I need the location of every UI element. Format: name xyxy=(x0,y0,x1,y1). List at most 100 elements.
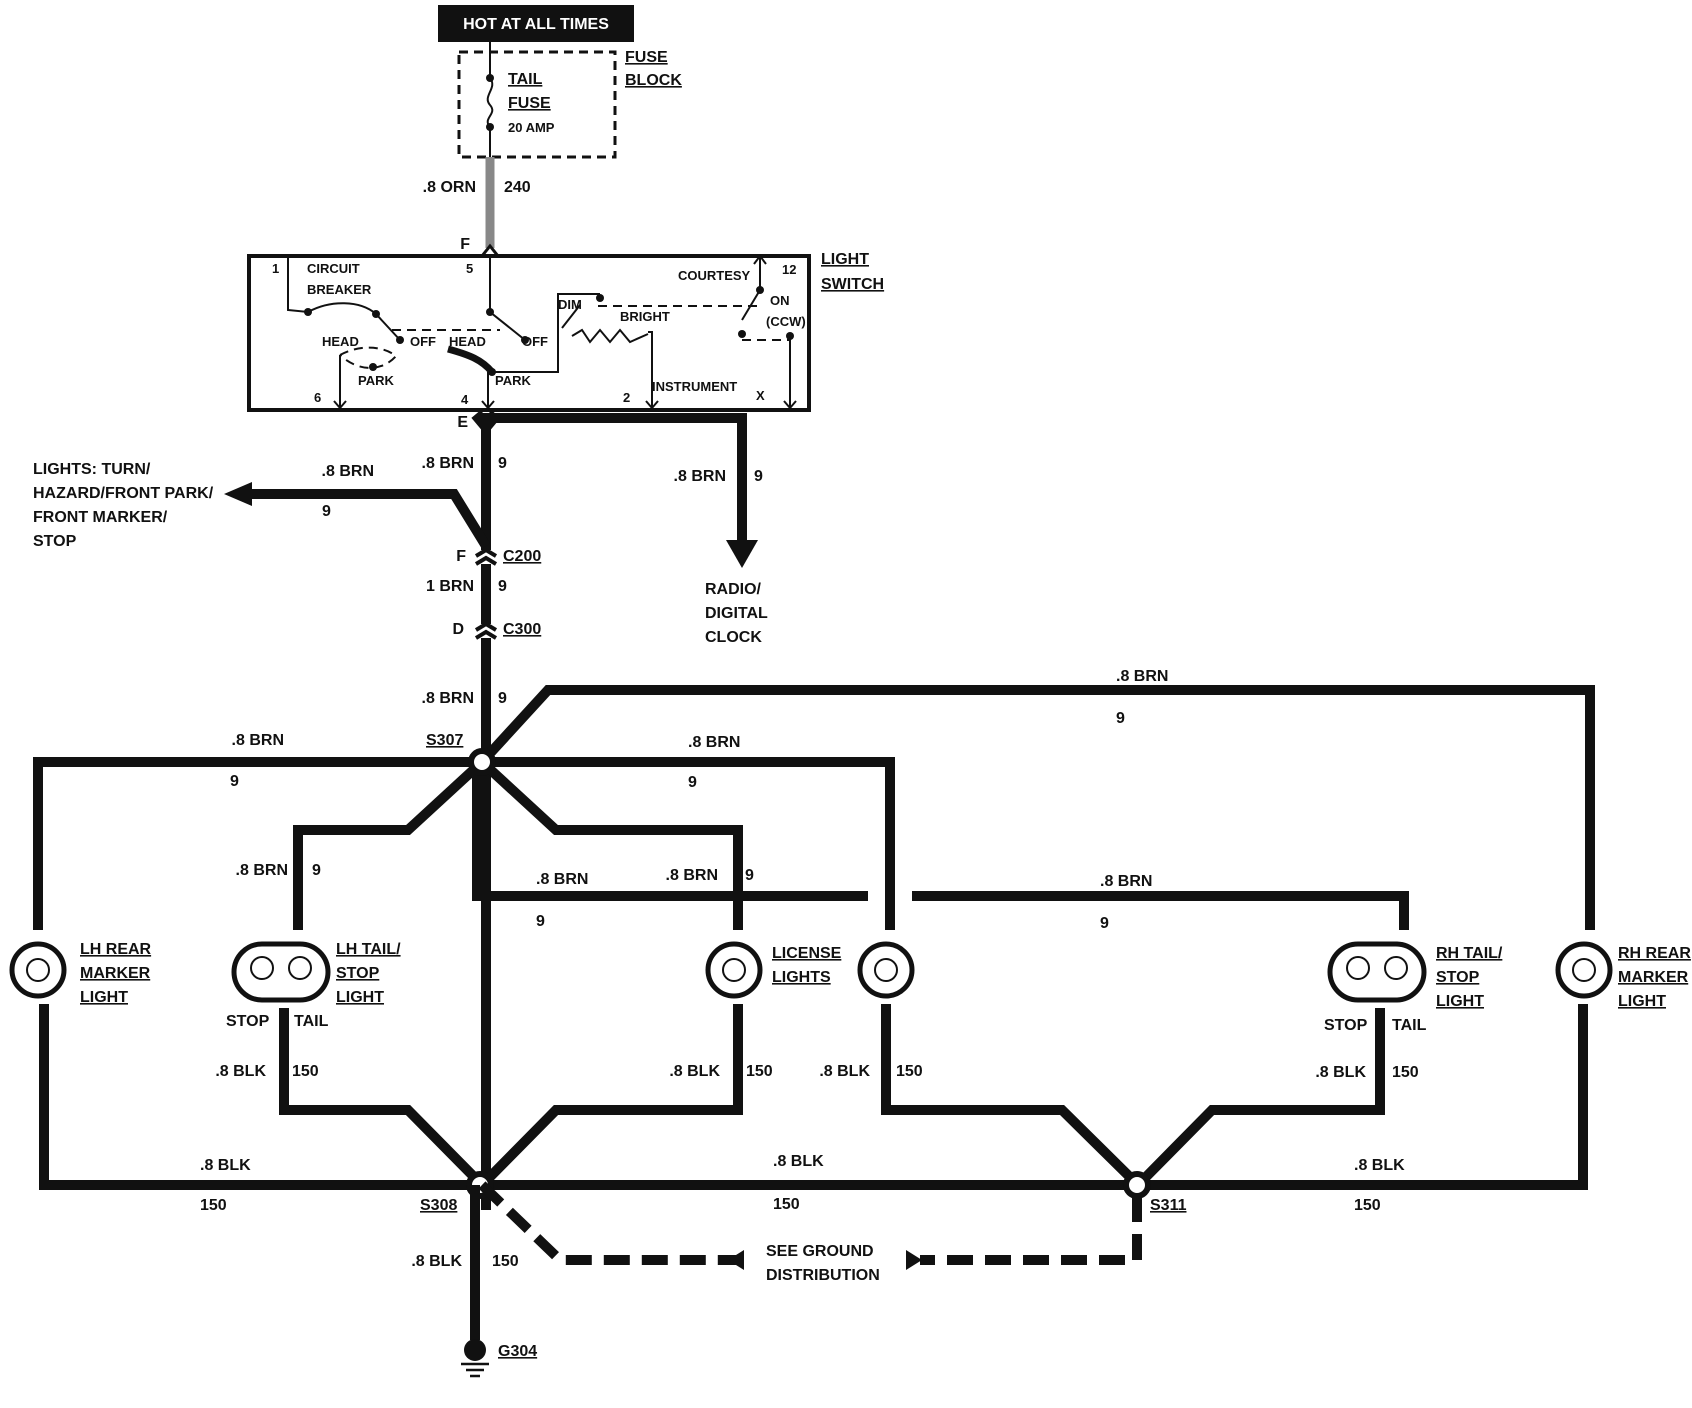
diagram-label: FRONT MARKER/ xyxy=(33,509,168,526)
diagram-label: OFF xyxy=(410,334,436,349)
diagram-label: F xyxy=(456,548,466,565)
tail-fuse-label: TAIL xyxy=(508,71,543,88)
fuse-block-outline xyxy=(457,50,617,159)
diagram-label: D xyxy=(452,621,464,638)
diagram-label: .8 ORN xyxy=(423,179,476,196)
diagram-label: C300 xyxy=(503,621,541,638)
diagram-label: .8 BRN xyxy=(1116,668,1168,685)
diagram-label: 150 xyxy=(773,1196,800,1213)
diagram-label: RH REAR xyxy=(1618,945,1691,962)
diagram-label: LH TAIL/ xyxy=(336,941,401,958)
diagram-label: 2 xyxy=(623,390,630,405)
diagram-label: 9 xyxy=(498,690,507,707)
rh-rear-marker-lamp xyxy=(1555,941,1613,999)
diagram-label: C200 xyxy=(503,548,541,565)
diagram-label: .8 BRN xyxy=(322,463,374,480)
tail-fuse-label-2: FUSE xyxy=(508,95,551,112)
diagram-label: S307 xyxy=(426,732,463,749)
diagram-label: 9 xyxy=(498,455,507,472)
fuse-block-title-2: BLOCK xyxy=(625,72,682,89)
diagram-label: HEAD xyxy=(449,334,486,349)
diagram-label: TAIL xyxy=(1392,1017,1427,1034)
diagram-label: (CCW) xyxy=(766,314,806,329)
diagram-label: PARK xyxy=(495,373,531,388)
diagram-label: STOP xyxy=(33,533,77,550)
light-switch-title: LIGHT xyxy=(821,251,869,268)
diagram-label: 9 xyxy=(688,774,697,791)
diagram-label: .8 BLK xyxy=(215,1063,266,1080)
diagram-label: 9 xyxy=(498,578,507,595)
diagram-label: 150 xyxy=(292,1063,319,1080)
diagram-label: BRIGHT xyxy=(620,309,670,324)
diagram-label: 150 xyxy=(1392,1064,1419,1081)
light-switch-box xyxy=(247,254,811,412)
fuse-block-title: FUSE xyxy=(625,49,668,66)
diagram-label: E xyxy=(457,414,468,431)
radio-clock-label: RADIO/ xyxy=(705,581,762,598)
diagram-label: STOP xyxy=(336,965,380,982)
connector-c200 xyxy=(474,547,498,566)
light-switch-title-2: SWITCH xyxy=(821,276,884,293)
diagram-label: .8 BRN xyxy=(674,468,726,485)
diagram-label: PARK xyxy=(358,373,394,388)
diagram-label: LIGHT xyxy=(1618,993,1666,1010)
fuse-symbol xyxy=(486,77,494,128)
front-lights-branch xyxy=(250,489,491,549)
diagram-label: .8 BLK xyxy=(1354,1157,1405,1174)
diagram-label: BREAKER xyxy=(307,282,372,297)
diagram-label: DIGITAL xyxy=(705,605,768,622)
diagram-label: 150 xyxy=(492,1253,519,1270)
diagram-label: LIGHT xyxy=(80,989,128,1006)
lh-tail-stop-lamp xyxy=(231,941,331,1003)
diagram-label: .8 BLK xyxy=(819,1063,870,1080)
diagram-label: RH TAIL/ xyxy=(1436,945,1503,962)
diagram-label: CIRCUIT xyxy=(307,261,360,276)
diagram-label: 9 xyxy=(754,468,763,485)
diagram-label: 5 xyxy=(466,261,473,276)
diagram-label: MARKER xyxy=(1618,969,1689,986)
diagram-label: STOP xyxy=(1324,1017,1368,1034)
diagram-label: 9 xyxy=(312,862,321,879)
diagram-label: X xyxy=(756,388,765,403)
diagram-label: .8 BRN xyxy=(422,690,474,707)
diagram-label: .8 BLK xyxy=(1315,1064,1366,1081)
diagram-label: LIGHT xyxy=(336,989,384,1006)
fuse-rating: 20 AMP xyxy=(508,120,555,135)
diagram-label: .8 BRN xyxy=(666,867,718,884)
diagram-label: COURTESY xyxy=(678,268,751,283)
hot-at-all-times-label: HOT AT ALL TIMES xyxy=(463,16,609,33)
diagram-label: .8 BRN xyxy=(536,871,588,888)
diagram-label: 12 xyxy=(782,262,796,277)
diagram-label: HAZARD/FRONT PARK/ xyxy=(33,485,214,502)
diagram-label: .8 BRN xyxy=(1100,873,1152,890)
hot-at-all-times-box xyxy=(438,5,634,42)
front-lights-label: LIGHTS: TURN/ xyxy=(33,461,151,478)
lh-rear-marker-lamp xyxy=(9,941,67,999)
diagram-label: MARKER xyxy=(80,965,151,982)
diagram-label: 1 xyxy=(272,261,279,276)
diagram-label: STOP xyxy=(1436,969,1480,986)
diagram-label: .8 BRN xyxy=(688,734,740,751)
license-lamp-2 xyxy=(857,941,915,999)
diagram-label: STOP xyxy=(226,1013,270,1030)
diagram-label: .8 BLK xyxy=(200,1157,251,1174)
diagram-label: LIGHT xyxy=(1436,993,1484,1010)
diagram-label: 150 xyxy=(746,1063,773,1080)
splice-s307 xyxy=(468,748,496,776)
diagram-label: CLOCK xyxy=(705,629,762,646)
diagram-label: 4 xyxy=(461,392,469,407)
diagram-label: 9 xyxy=(745,867,754,884)
diagram-label: TAIL xyxy=(294,1013,329,1030)
diagram-label: INSTRUMENT xyxy=(652,379,737,394)
diagram-label: LICENSE xyxy=(772,945,842,962)
diagram-label: LIGHTS xyxy=(772,969,831,986)
connector-c300 xyxy=(474,621,498,640)
diagram-label: ON xyxy=(770,293,790,308)
diagram-label: DIM xyxy=(558,297,582,312)
diagram-label: .8 BRN xyxy=(232,732,284,749)
splice-s311 xyxy=(1123,1171,1151,1199)
diagram-label: 9 xyxy=(1100,915,1109,932)
diagram-label: .8 BLK xyxy=(669,1063,720,1080)
diagram-label: S311 xyxy=(1150,1197,1187,1214)
